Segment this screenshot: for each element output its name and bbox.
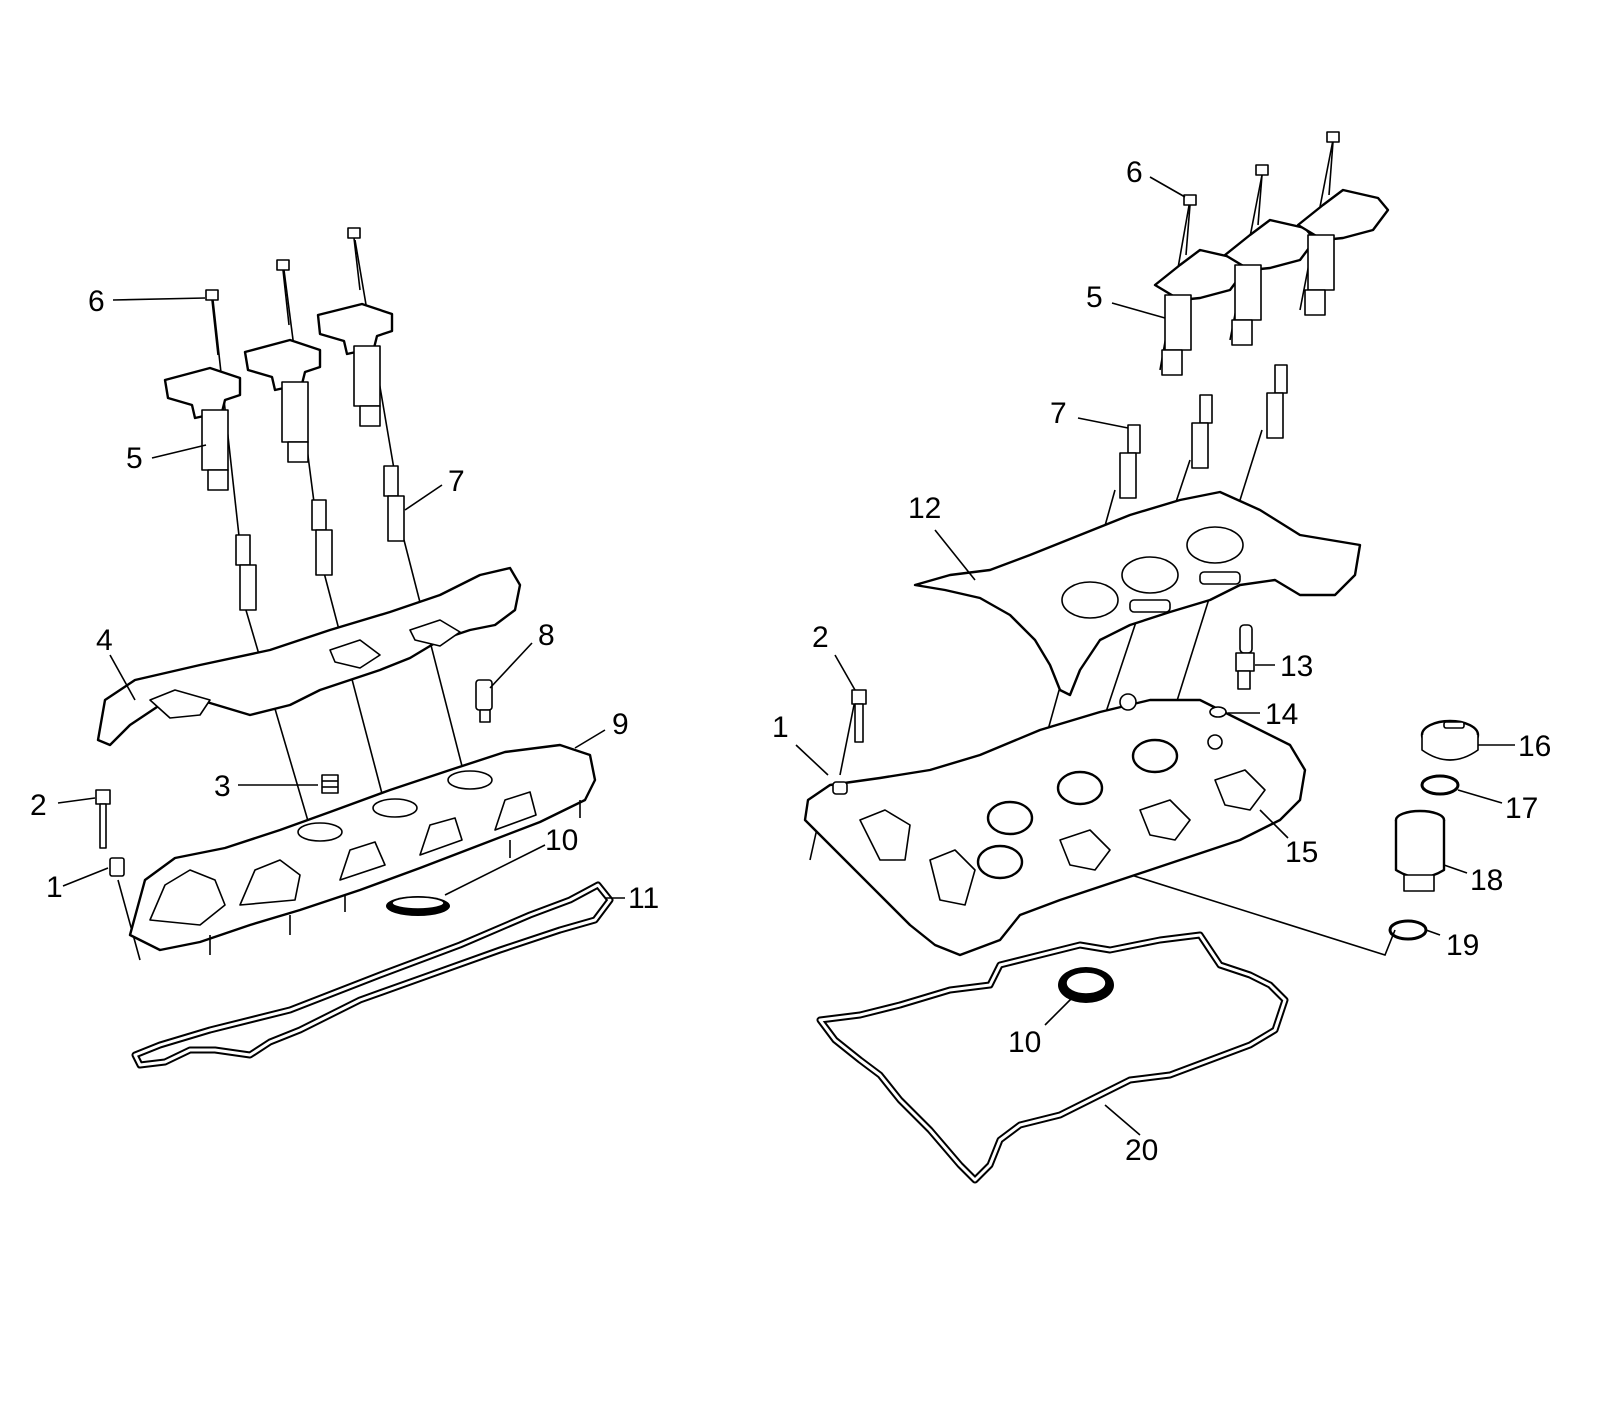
right-spark-plugs [1119,364,1288,499]
right-sensor [1235,624,1255,690]
callout-l1: 1 [46,871,63,904]
callout-r1: 1 [772,711,789,744]
callout-r5: 5 [1086,281,1103,314]
left-valve-cover-gasket [131,881,614,1069]
left-stud [475,679,493,723]
callout-r13: 13 [1280,650,1313,683]
callout-r17: 17 [1505,792,1538,825]
callout-l9: 9 [612,708,629,741]
callout-l5: 5 [126,442,143,475]
callout-l7: 7 [448,465,465,498]
left-spark-plugs [235,465,405,611]
callout-r7: 7 [1050,397,1067,430]
left-view: 1 2 3 4 5 6 7 8 9 10 11 [30,227,659,1069]
callout-l3: 3 [214,770,231,803]
callout-r2: 2 [812,621,829,654]
right-oil-fill-cap [1420,719,1480,761]
left-valve-cover [128,743,597,955]
left-callouts: 1 2 3 4 5 6 7 8 9 10 11 [30,285,659,915]
callout-r18: 18 [1470,864,1503,897]
right-coil-bolts [1183,131,1340,256]
right-engine-cover [913,490,1362,697]
callout-r20: 20 [1125,1134,1158,1167]
right-callouts: 1 2 5 6 7 10 12 13 14 15 16 17 1 [772,156,1551,1167]
left-grommet [321,774,339,794]
right-bolt [851,689,867,743]
callout-r14: 14 [1265,698,1298,731]
right-sleeve [832,781,848,795]
callout-l4: 4 [96,624,113,657]
callout-l11: 11 [628,882,659,915]
right-cap-seal [1420,774,1460,796]
right-valve-cover-gasket [816,931,1289,1184]
callout-l10: 10 [545,824,578,857]
callout-r15: 15 [1285,836,1318,869]
callout-l6: 6 [88,285,105,318]
left-bolt [95,789,111,849]
callout-r16: 16 [1518,730,1551,763]
right-valve-cover [803,693,1307,957]
left-sleeve [109,857,125,877]
callout-r19: 19 [1446,929,1479,962]
callout-l8: 8 [538,619,555,652]
right-view: 1 2 5 6 7 10 12 13 14 15 16 17 1 [772,131,1551,1184]
right-ignition-coils [1153,188,1390,376]
left-coil-bolts [205,227,361,356]
callout-r6: 6 [1126,156,1143,189]
left-ignition-coils [163,302,394,491]
left-engine-cover [96,566,522,747]
callout-r10: 10 [1008,1026,1041,1059]
right-tube-seal [1388,919,1428,941]
right-sensor-seal [1209,706,1227,718]
right-seal [1058,967,1114,1003]
left-seal [386,896,450,916]
callout-r12: 12 [908,492,941,525]
right-filler-tube [1394,809,1446,892]
callout-l2: 2 [30,789,47,822]
